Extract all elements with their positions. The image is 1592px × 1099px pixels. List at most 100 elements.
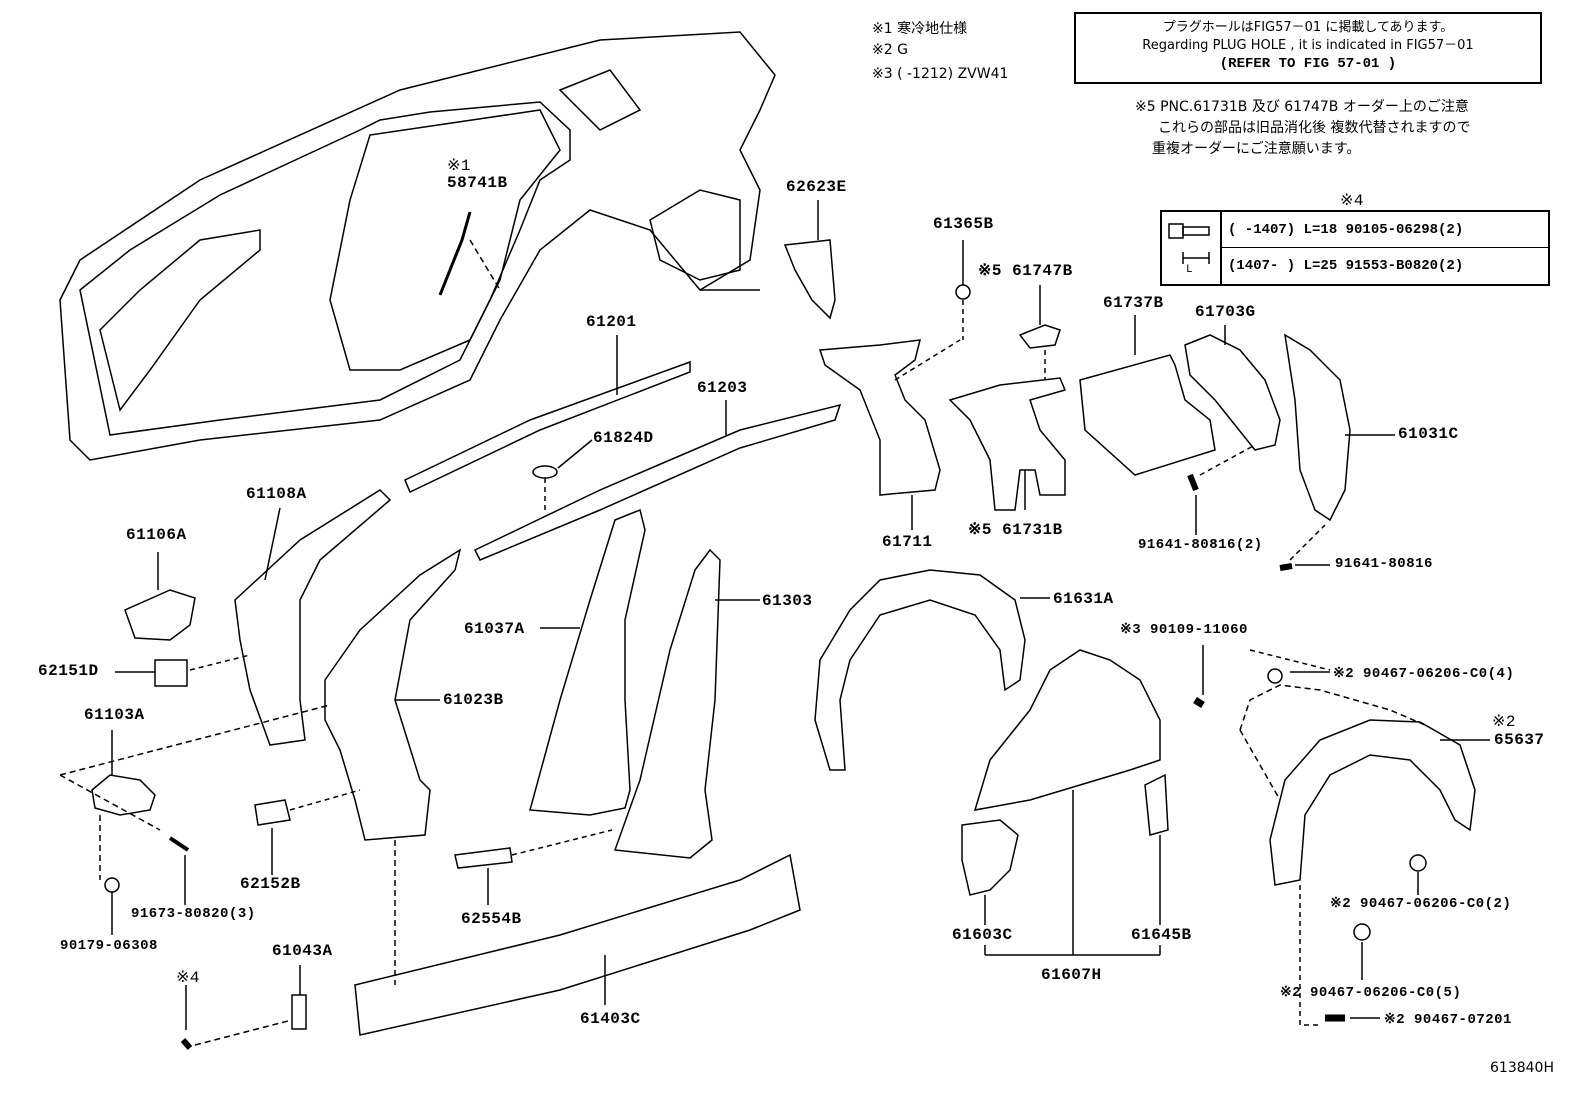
bolt-91641a-drawing xyxy=(1187,473,1199,492)
part-61365B-drawing xyxy=(955,284,971,300)
label-91641-80816-2: 91641-80816(2) xyxy=(1138,537,1263,553)
label-61103A: 61103A xyxy=(84,706,145,724)
label-61403C: 61403C xyxy=(580,1010,641,1028)
part-61403C-drawing xyxy=(354,853,801,1036)
leader-line xyxy=(1199,444,1256,476)
caution-line-3: 重複オーダーにご注意願います。 xyxy=(1152,141,1361,157)
label-61303: 61303 xyxy=(762,592,813,610)
label-61607H: 61607H xyxy=(1041,966,1102,984)
label-58741B: 58741B xyxy=(447,174,508,192)
label-91641-80816: 91641-80816 xyxy=(1335,556,1433,572)
note-3: ※3 ( -1212) ZVW41 xyxy=(872,66,1009,82)
bolt-table-title: ※4 xyxy=(1340,192,1365,210)
leader-line xyxy=(194,1019,293,1046)
part-61603C-drawing xyxy=(961,819,1019,896)
leader-line xyxy=(511,829,613,856)
label-61365B: 61365B xyxy=(933,215,994,233)
leader-line xyxy=(557,439,593,469)
bolt-table-row-2: (1407- ) L=25 91553-B0820(2) xyxy=(1228,258,1464,274)
label-61037A: 61037A xyxy=(464,620,525,638)
leader-line xyxy=(59,774,161,831)
part-62554B-drawing xyxy=(454,847,513,869)
label-61023B: 61023B xyxy=(443,691,504,709)
label-61043A: 61043A xyxy=(272,942,333,960)
part-61106A-drawing xyxy=(124,589,196,641)
bolt-table-row-1: ( -1407) L=18 90105-06298(2) xyxy=(1222,212,1550,248)
part-61631A-drawing xyxy=(814,569,1026,771)
part-62623E-drawing xyxy=(783,239,836,320)
dim-label: L xyxy=(1186,264,1193,276)
label-90467-06206-5: ※2 90467-06206-C0(5) xyxy=(1280,985,1462,1001)
label-61731B: ※5 61731B xyxy=(968,521,1063,539)
nut-90179-drawing xyxy=(104,877,120,893)
label-62151D: 62151D xyxy=(38,662,99,680)
label-90467-06206-4: ※2 90467-06206-C0(4) xyxy=(1333,666,1515,682)
label-61603C: 61603C xyxy=(952,926,1013,944)
part-61203-drawing xyxy=(473,403,842,561)
info-line-3: (REFER TO FIG 57-01 ) xyxy=(1219,56,1397,72)
leader-line xyxy=(894,339,961,381)
leader-line xyxy=(189,654,251,671)
bolt-icon-cell: L xyxy=(1162,212,1222,284)
clip-90467c-drawing xyxy=(1353,923,1371,941)
label-61108A: 61108A xyxy=(246,485,307,503)
label-61031C: 61031C xyxy=(1398,425,1459,443)
label-61631A: 61631A xyxy=(1053,590,1114,608)
bolt-table: L ( -1407) L=18 90105-06298(2) (1407- ) … xyxy=(1160,210,1550,286)
side-outer-panel-drawing xyxy=(59,31,776,461)
plug-hole-info-box: プラグホールはFIG57－01 に掲載してあります。 Regarding PLU… xyxy=(1074,12,1542,84)
label-61203: 61203 xyxy=(697,379,748,397)
part-61103A-drawing xyxy=(91,774,156,816)
part-61645B-drawing xyxy=(1144,773,1169,836)
note-2: ※2 G xyxy=(872,42,908,58)
leader-line xyxy=(1289,524,1326,561)
part-65637-drawing xyxy=(1269,719,1476,886)
bolt-91673-drawing xyxy=(168,836,190,852)
label-62152B: 62152B xyxy=(240,875,301,893)
label-90109-11060: ※3 90109-11060 xyxy=(1120,622,1248,638)
label-62554B: 62554B xyxy=(461,910,522,928)
leader-line xyxy=(1239,729,1281,801)
part-61824D-drawing xyxy=(532,465,558,479)
part-61711-drawing xyxy=(818,339,941,496)
info-line-2: Regarding PLUG HOLE , it is indicated in… xyxy=(1142,38,1474,53)
caution-line-1: ※5 PNC.61731B 及び 61747B オーダー上のご注意 xyxy=(1135,99,1469,115)
part-61607H-drawing xyxy=(973,649,1161,811)
label-61201: 61201 xyxy=(586,313,637,331)
label-62623E: 62623E xyxy=(786,178,847,196)
part-61703G-drawing xyxy=(1184,334,1281,451)
part-61037A-drawing xyxy=(529,508,646,816)
label-90179-06308: 90179-06308 xyxy=(60,938,158,954)
bolt-91641b-drawing xyxy=(1279,563,1293,571)
label-61711: 61711 xyxy=(882,533,933,551)
label-90467-07201: ※2 90467-07201 xyxy=(1384,1012,1512,1028)
label-58741B-mark: ※1 xyxy=(447,157,472,175)
bolt-icon xyxy=(1168,223,1210,264)
clip-90467b-drawing xyxy=(1409,854,1427,872)
label-65637: 65637 xyxy=(1494,731,1545,749)
part-61731B-drawing xyxy=(948,377,1067,511)
part-61023B-drawing xyxy=(324,548,462,841)
part-61043A-drawing xyxy=(291,994,307,1030)
clip-90467a-drawing xyxy=(1267,668,1283,684)
label-90467-06206-2: ※2 90467-06206-C0(2) xyxy=(1330,896,1512,912)
part-62151D-drawing xyxy=(154,659,188,687)
leader-line xyxy=(469,239,501,291)
bolt-4-drawing xyxy=(180,1038,193,1050)
label-61106A: 61106A xyxy=(126,526,187,544)
part-61737B-drawing xyxy=(1079,354,1216,476)
label-61737B: 61737B xyxy=(1103,294,1164,312)
label-91673-80820: 91673-80820(3) xyxy=(131,906,256,922)
label-61824D: 61824D xyxy=(593,429,654,447)
part-61303-drawing xyxy=(613,548,721,859)
part-61747B-drawing xyxy=(1018,324,1061,349)
part-58741B-drawing xyxy=(438,211,472,296)
leader-line xyxy=(59,704,331,776)
part-62152B-drawing xyxy=(254,799,291,826)
label-61645B: 61645B xyxy=(1131,926,1192,944)
part-61201-drawing xyxy=(404,360,691,494)
leader-line xyxy=(1249,649,1331,671)
label-61747B: ※5 61747B xyxy=(978,262,1073,280)
bolt-90109-drawing xyxy=(1193,697,1205,708)
leader-line xyxy=(289,789,361,811)
